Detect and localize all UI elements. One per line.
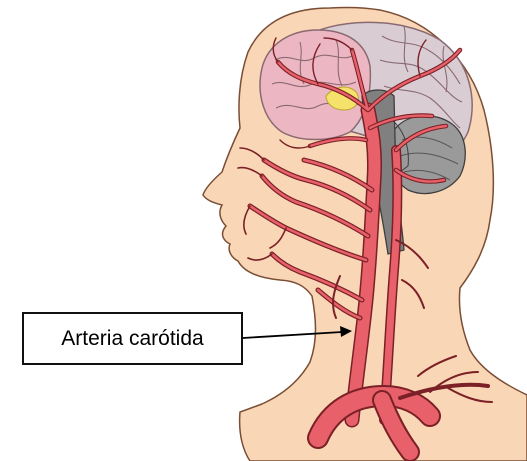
carotid-label-text: Arteria carótida bbox=[61, 327, 203, 351]
carotid-label-box: Arteria carótida bbox=[22, 312, 243, 365]
